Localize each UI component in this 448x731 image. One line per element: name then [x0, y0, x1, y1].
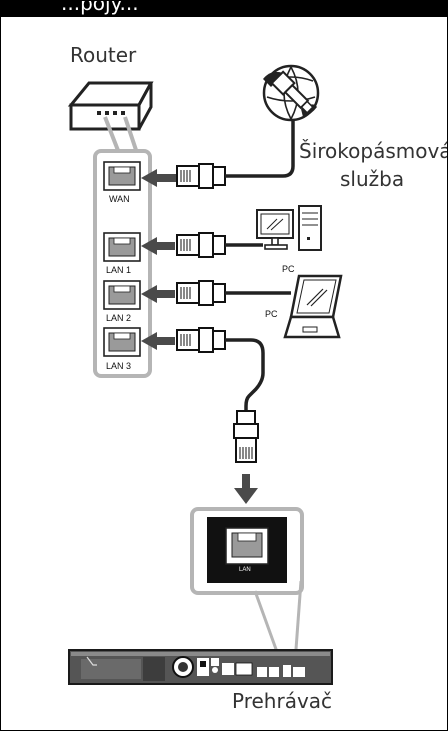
player-port-label: LAN: [239, 567, 251, 573]
pc1-label: PC: [282, 264, 295, 274]
lan1-port: [103, 232, 141, 262]
ethernet-plug-icon: [176, 163, 226, 189]
ethernet-plug-icon: [176, 280, 226, 306]
wan-arrow-icon: [141, 169, 181, 187]
broadband-globe-icon: [262, 64, 320, 122]
desktop-pc-icon: [256, 205, 322, 251]
broadband-label-line2: služba: [340, 167, 405, 191]
player-label: Prehrávač: [232, 689, 333, 713]
player-device-icon: [68, 649, 333, 685]
down-arrow-icon: [234, 474, 258, 504]
lan-port-icon: [225, 527, 269, 565]
ethernet-plug-icon: [176, 327, 226, 353]
lan2-port: [103, 280, 141, 310]
router-callout: [103, 116, 139, 154]
lan2-port-label: LAN 2: [106, 313, 132, 323]
ethernet-plug-icon: [233, 410, 259, 463]
wan-port: [103, 161, 141, 191]
lan3-cable: [225, 338, 265, 411]
router-port-panel: [93, 149, 152, 378]
lan3-port: [103, 327, 141, 357]
lan1-port-label: LAN 1: [106, 265, 132, 275]
router-icon: [67, 81, 154, 131]
port-arrows: [141, 169, 181, 350]
laptop-icon: [283, 274, 343, 339]
broadband-label-line1: Širokopásmová: [299, 139, 448, 163]
lan1-arrow-icon: [141, 237, 175, 255]
header-bar: ...pojy...: [1, 1, 447, 17]
pc2-label: PC: [265, 309, 278, 319]
wan-port-label: WAN: [109, 194, 130, 204]
lan2-arrow-icon: [141, 285, 175, 303]
lan3-port-label: LAN 3: [106, 361, 132, 371]
lan3-arrow-icon: [141, 332, 175, 350]
header-title: ...pojy...: [61, 0, 139, 15]
ethernet-plug-icon: [176, 232, 226, 258]
cables: [225, 105, 301, 411]
router-label: Router: [70, 43, 137, 67]
